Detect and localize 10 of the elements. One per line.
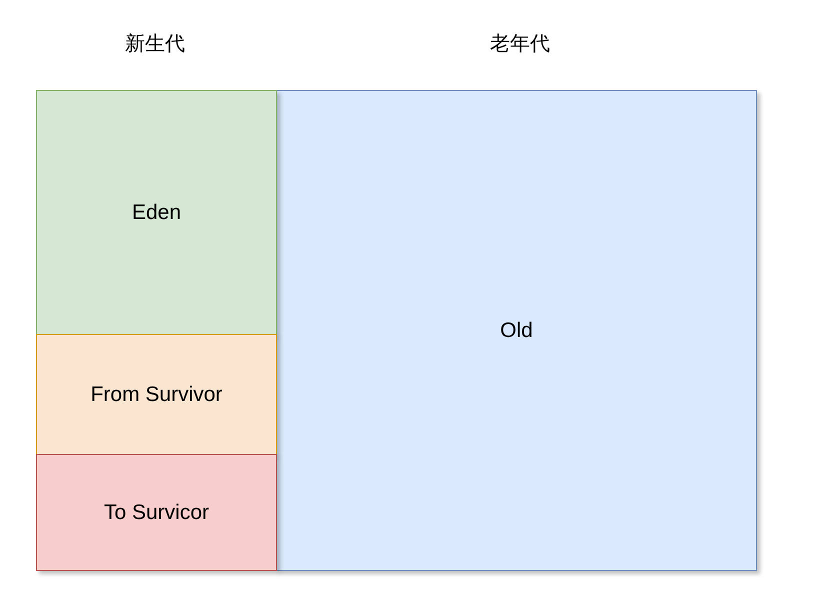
eden-region bbox=[36, 90, 277, 335]
region-label: From Survivor bbox=[90, 382, 222, 406]
from-survivor-region bbox=[36, 334, 277, 455]
old-region bbox=[276, 90, 757, 571]
generation-heading: 新生代 bbox=[125, 30, 185, 57]
region-label: Old bbox=[500, 318, 533, 342]
region-label: To Survicor bbox=[104, 500, 210, 524]
region-label: Eden bbox=[132, 200, 182, 224]
generation-heading: 老年代 bbox=[490, 30, 550, 57]
to-survivor-region bbox=[36, 454, 277, 571]
